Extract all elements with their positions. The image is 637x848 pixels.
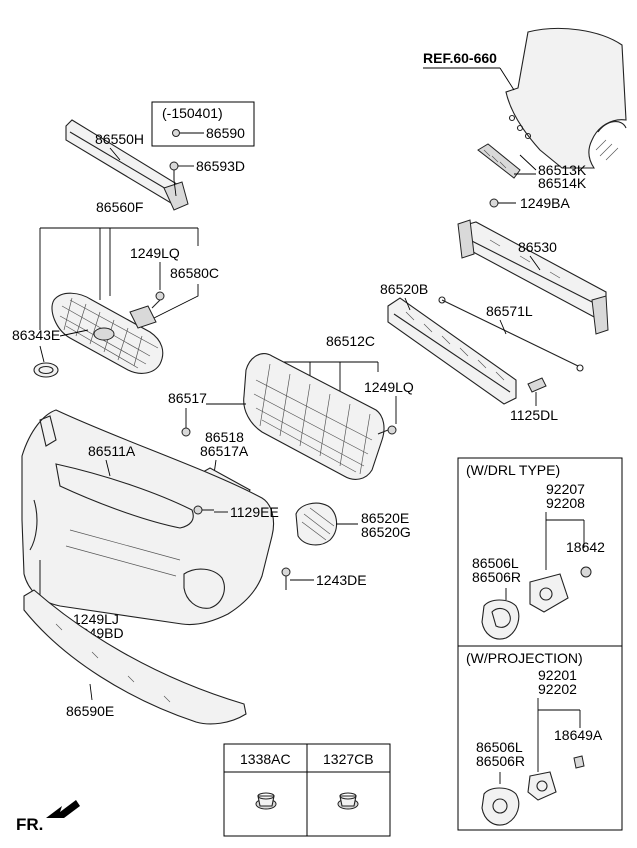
label-86520E: 86520E — [361, 510, 409, 526]
screw-1243DE-illustration — [281, 567, 291, 590]
label-92202: 92202 — [538, 681, 577, 697]
drl-box-title: (W/DRL TYPE) — [466, 462, 560, 478]
label-86590: 86590 — [206, 125, 245, 141]
nut-1338AC-illustration — [255, 792, 277, 810]
label-86506L-drl: 86506L — [472, 555, 519, 571]
bulb-18642-illustration — [580, 566, 592, 578]
label-1129EE: 1129EE — [230, 504, 279, 520]
emblem-illustration — [33, 362, 59, 378]
label-86560F: 86560F — [96, 199, 143, 215]
label-86514K: 86514K — [538, 175, 587, 191]
bumper-beam-illustration — [457, 219, 609, 335]
label-86343E: 86343E — [12, 327, 60, 343]
label-150401: (-150401) — [162, 105, 223, 121]
table-header-1338AC: 1338AC — [240, 751, 291, 767]
label-86506R-proj: 86506R — [476, 753, 525, 769]
label-1249LQ-grille: 1249LQ — [130, 245, 180, 261]
projection-bezel-illustration — [481, 787, 520, 826]
label-86506L-proj: 86506L — [476, 739, 523, 755]
label-86511A: 86511A — [88, 443, 136, 459]
clip-86517-illustration — [181, 427, 191, 437]
label-1249BA: 1249BA — [520, 195, 570, 211]
bulb-18649A-illustration — [573, 755, 585, 769]
fender-illustration — [505, 27, 627, 169]
table-header-1327CB: 1327CB — [323, 751, 374, 767]
label-86517A: 86517A — [200, 443, 249, 459]
clip-86593D-illustration — [169, 161, 179, 180]
label-86580C: 86580C — [170, 265, 219, 281]
variant-box-150401 — [151, 101, 255, 147]
label-1125DL: 1125DL — [510, 407, 558, 423]
support-rod-illustration — [438, 296, 584, 372]
label-86506R-drl: 86506R — [472, 569, 521, 585]
label-92208: 92208 — [546, 495, 585, 511]
drl-bezel-illustration — [481, 599, 520, 640]
front-direction-label: FR. — [16, 815, 43, 834]
label-18649A: 18649A — [554, 727, 603, 743]
screw-1129EE-illustration — [193, 505, 214, 515]
label-86513K: 86513K — [538, 162, 587, 178]
label-86530: 86530 — [518, 239, 557, 255]
label-86517: 86517 — [168, 390, 207, 406]
fog-cover-illustration — [295, 502, 338, 546]
label-92207: 92207 — [546, 481, 585, 497]
label-1249LQ-lower: 1249LQ — [364, 379, 414, 395]
label-18642: 18642 — [566, 539, 605, 555]
nut-1327CB-illustration — [337, 792, 359, 810]
screw-1249BA-illustration — [489, 198, 499, 208]
projection-box — [457, 645, 623, 831]
label-86520B: 86520B — [380, 281, 428, 297]
bolt-1249LQ-lower-illustration — [377, 425, 397, 435]
bracket-86580C-illustration — [129, 305, 157, 329]
label-1249LJ: 1249LJ — [73, 611, 119, 627]
energy-absorber-illustration — [387, 297, 517, 405]
label-1243DE: 1243DE — [316, 572, 367, 588]
ref-label: REF.60-660 — [423, 50, 497, 66]
bolt-1125DL-illustration — [527, 377, 547, 393]
label-92201: 92201 — [538, 667, 577, 683]
label-86518: 86518 — [205, 429, 244, 445]
label-86590E: 86590E — [66, 703, 114, 719]
label-86571L: 86571L — [486, 303, 533, 319]
label-86550H: 86550H — [95, 131, 144, 147]
upper-bracket-illustration — [65, 119, 189, 211]
label-86520G: 86520G — [361, 524, 411, 540]
bumper-cover-illustration — [21, 409, 275, 626]
lower-lip-illustration — [23, 589, 247, 725]
projection-box-title: (W/PROJECTION) — [466, 650, 583, 666]
drl-lamp-illustration — [529, 573, 569, 613]
clip-86590-illustration — [172, 129, 180, 137]
front-arrow-icon — [46, 800, 80, 818]
lower-grille-illustration — [243, 353, 385, 480]
side-bracket-illustration — [477, 143, 521, 179]
projection-lamp-illustration — [527, 771, 557, 801]
grille-illustration — [51, 292, 164, 374]
bolt-1249LQ-grille-illustration — [151, 291, 165, 309]
label-86593D: 86593D — [196, 158, 245, 174]
label-86512C: 86512C — [326, 333, 375, 349]
